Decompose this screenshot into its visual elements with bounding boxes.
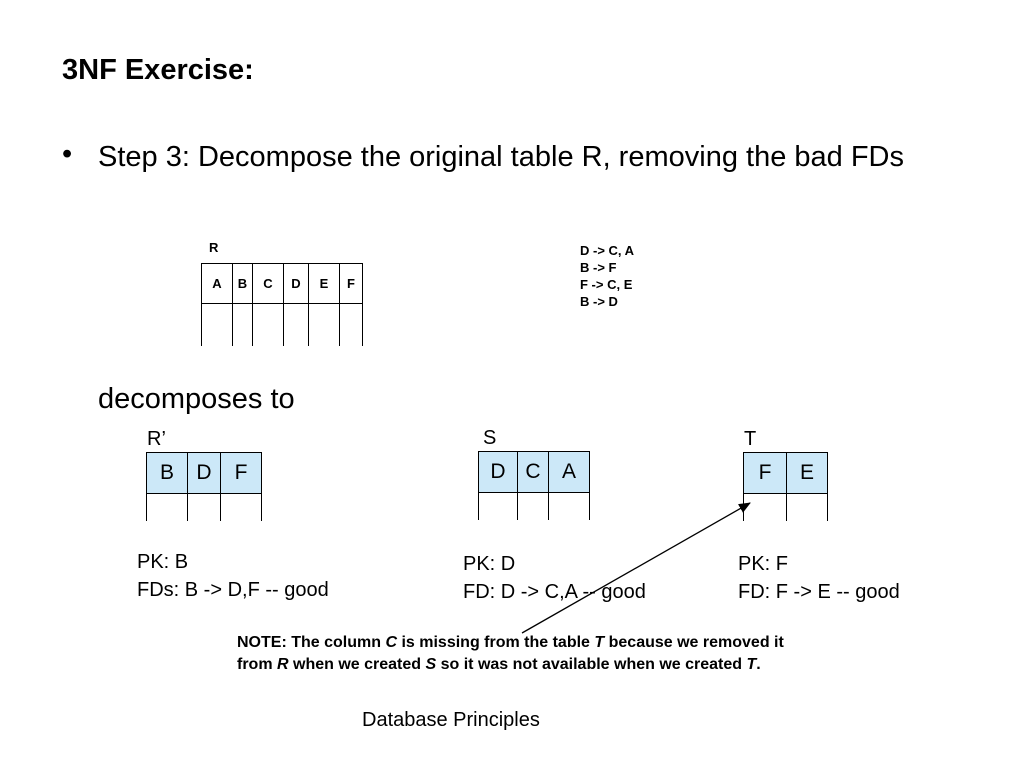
table-s-info: PK: D FD: D -> C,A -- good bbox=[463, 550, 646, 606]
fd-item: D -> C, A bbox=[580, 243, 635, 258]
table-r-prime-cell bbox=[220, 493, 262, 521]
note-emph: S bbox=[425, 656, 437, 673]
table-r-col: C bbox=[252, 263, 284, 304]
table-s: D C A bbox=[478, 451, 590, 520]
table-s-cell bbox=[517, 492, 549, 520]
note-emph: T bbox=[594, 634, 605, 651]
fd-list: D -> C, A B -> F F -> C, E B -> D bbox=[580, 242, 634, 310]
note-emph: T bbox=[746, 656, 757, 673]
fd-label: FD: D -> C,A -- good bbox=[463, 581, 646, 603]
table-r-cell bbox=[308, 303, 340, 346]
table-r-prime-name: R’ bbox=[147, 428, 166, 450]
fd-label: FD: F -> E -- good bbox=[738, 581, 900, 603]
bullet-marker: • bbox=[62, 138, 73, 170]
slide-title: 3NF Exercise: bbox=[62, 54, 254, 86]
table-t-info: PK: F FD: F -> E -- good bbox=[738, 550, 900, 606]
table-r-prime-col: B bbox=[146, 452, 188, 494]
note-emph: R bbox=[277, 656, 289, 673]
table-r: A B C D E F bbox=[201, 263, 363, 346]
pk-label: PK: B bbox=[137, 551, 189, 573]
table-r-name: R bbox=[209, 240, 219, 255]
table-r-prime-col: D bbox=[187, 452, 221, 494]
decomposes-to-text: decomposes to bbox=[98, 383, 295, 415]
table-s-cell bbox=[478, 492, 518, 520]
fd-item: B -> D bbox=[580, 294, 618, 309]
table-s-col: C bbox=[517, 451, 549, 493]
table-r-cell bbox=[339, 303, 363, 346]
note-emph: C bbox=[385, 634, 398, 651]
table-r-cell bbox=[283, 303, 309, 346]
fd-item: F -> C, E bbox=[580, 277, 633, 292]
note-text: NOTE: The column C is missing from the t… bbox=[237, 634, 784, 673]
pk-label: PK: D bbox=[463, 553, 516, 575]
table-r-cell bbox=[252, 303, 284, 346]
pk-label: PK: F bbox=[738, 553, 789, 575]
slide-footer: Database Principles bbox=[362, 709, 540, 731]
fd-item: B -> F bbox=[580, 260, 617, 275]
table-r-col: A bbox=[201, 263, 233, 304]
fd-label: FDs: B -> D,F -- good bbox=[137, 579, 329, 601]
table-r-prime-col: F bbox=[220, 452, 262, 494]
table-s-name: S bbox=[483, 427, 497, 449]
table-r-cell bbox=[201, 303, 233, 346]
table-t-name: T bbox=[744, 428, 757, 450]
table-s-cell bbox=[548, 492, 590, 520]
bullet-text: Step 3: Decompose the original table R, … bbox=[98, 141, 904, 173]
table-s-col: D bbox=[478, 451, 518, 493]
table-r-col: F bbox=[339, 263, 363, 304]
table-r-prime: B D F bbox=[146, 452, 262, 521]
table-s-col: A bbox=[548, 451, 590, 493]
table-r-prime-cell bbox=[187, 493, 221, 521]
table-r-prime-info: PK: B FDs: B -> D,F -- good bbox=[137, 548, 329, 604]
table-t: F E bbox=[743, 452, 828, 521]
table-t-cell bbox=[786, 493, 828, 521]
